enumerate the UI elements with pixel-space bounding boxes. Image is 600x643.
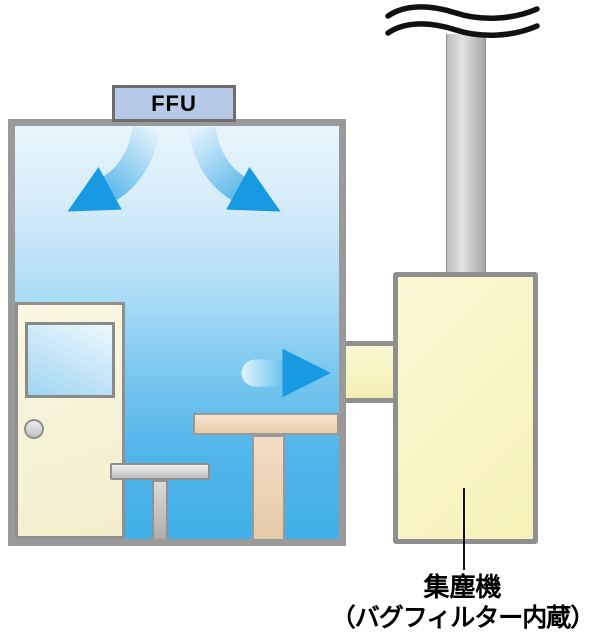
wave-line-top [385,4,540,21]
label-leader-line [463,488,465,570]
exhaust-wave-icon [385,4,540,38]
cleanroom-box [8,119,346,546]
airflow-down-left-arrow-icon [67,126,160,212]
exhaust-pipe [446,34,486,278]
ffu-unit: FFU [112,85,236,122]
door-knob [24,419,44,439]
connecting-duct [343,341,396,403]
wave-line-bottom [385,21,540,38]
door [15,302,125,539]
ffu-label: FFU [151,90,197,116]
dust-collector-box [393,272,538,544]
airflow-down-right-arrow-icon [188,126,281,212]
table-top [193,413,339,435]
collector-caption: 集塵機 （バグフィルター内蔵） [310,572,600,634]
airflow-arrows [67,126,331,398]
stool-leg [152,480,168,539]
door-window [25,322,115,398]
collector-caption-sub: （バグフィルター内蔵） [330,604,596,632]
table-leg [252,435,285,539]
stool-top [110,463,210,480]
collector-caption-name: 集塵機 [423,572,502,602]
